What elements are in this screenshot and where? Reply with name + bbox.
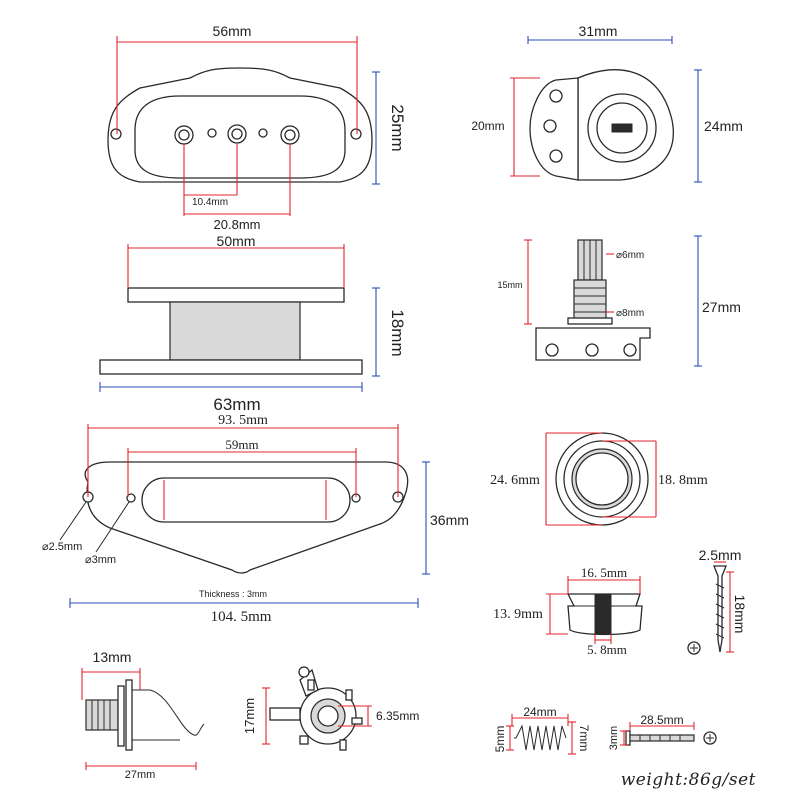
pot-side-thread-label: ⌀8mm: [616, 308, 644, 319]
pickup-top-width-label: 56mm: [213, 23, 252, 39]
pickup-side-height-label: 18mm: [388, 309, 407, 356]
pole-spacing-dimensions: 10.4mm 20.8mm: [183, 144, 291, 232]
knob-outer-label: 24. 6mm: [490, 473, 540, 488]
plate-length-label: 104. 5mm: [211, 609, 272, 625]
plate-outer-holes-dimension: 93. 5mm: [87, 413, 399, 497]
jack-width-label: 13mm: [93, 649, 132, 665]
pot-top-width-dimension: 31mm: [527, 23, 673, 44]
pickup-top-height-label: 25mm: [388, 104, 407, 151]
spring-small-label: 5mm: [493, 726, 507, 753]
knob-side-height-label: 13. 9mm: [493, 607, 543, 622]
pot-side-thread-len-label: 15mm: [497, 280, 522, 290]
pot-top-height-dimension: 24mm: [694, 69, 743, 183]
pot-top-inner-label: 20mm: [471, 119, 504, 133]
plate-hole-large-label: ⌀2.5mm: [42, 541, 82, 553]
plate-hole-small-label: ⌀3mm: [85, 554, 116, 566]
plate-slot-dimension: 59mm: [127, 437, 357, 520]
pole-spacing-small-label: 10.4mm: [192, 197, 228, 208]
pickup-side-top-dimension: 50mm: [127, 233, 345, 288]
jack-width-dimension: 13mm: [81, 649, 141, 700]
spring-length-label: 24mm: [523, 705, 556, 719]
plate-outer-holes-label: 93. 5mm: [218, 413, 268, 428]
plate-hole-callouts: ⌀2.5mm ⌀3mm Thickness : 3mm: [42, 501, 267, 599]
knob-side-bore-dimension: 5. 8mm: [587, 634, 627, 657]
wood-screw: [687, 565, 727, 655]
knob-inner-dimension: 18. 8mm: [602, 440, 708, 518]
screw-diameter-label: 2.5mm: [699, 547, 742, 563]
screw-length-dimension: 18mm: [726, 571, 748, 653]
spring-large-dimension: 7mm: [568, 721, 591, 755]
knob-side-height-dimension: 13. 9mm: [493, 593, 568, 635]
spring-length-dimension: 24mm: [511, 705, 569, 726]
pot-top-height-label: 24mm: [704, 118, 743, 134]
knob-inner-label: 18. 8mm: [658, 473, 708, 488]
pickup-side-top-label: 50mm: [217, 233, 256, 249]
knob-top-view: [555, 432, 649, 526]
knob-side-bore-label: 5. 8mm: [587, 642, 627, 657]
mounting-plate: [82, 461, 409, 574]
jack-round-bore-dimension: 6.35mm: [338, 705, 419, 727]
pickup-top-view: [107, 67, 373, 183]
pot-side-shaft-label: ⌀6mm: [616, 250, 644, 261]
jack-round-height-dimension: 17mm: [242, 687, 270, 745]
jack-round-bore-label: 6.35mm: [376, 709, 419, 723]
pot-side-height-dimension: 27mm: [694, 235, 741, 367]
output-jack-round-view: [269, 666, 363, 751]
pot-top-inner-dimension: 20mm: [471, 77, 540, 177]
pot-side-view: [535, 239, 651, 361]
pole-spacing-large-label: 20.8mm: [214, 217, 261, 232]
output-jack-side-view: [85, 679, 205, 751]
pickup-side-height-dimension: 18mm: [372, 287, 407, 377]
spring: [514, 724, 567, 751]
weight-label: weight:86g/set: [620, 770, 756, 790]
pot-side-callouts: ⌀6mm ⌀8mm 15mm: [497, 239, 644, 325]
bolt-length-label: 28.5mm: [640, 713, 683, 727]
jack-length-label: 27mm: [125, 769, 156, 781]
plate-length-dimension: 104. 5mm: [69, 598, 419, 625]
pickup-side-bottom-label: 63mm: [213, 395, 260, 414]
spring-large-label: 7mm: [577, 725, 591, 752]
bolt-diameter-label: 3mm: [608, 726, 620, 750]
knob-outer-dimension: 24. 6mm: [490, 432, 602, 526]
knob-side-top-dimension: 16. 5mm: [567, 565, 641, 594]
knob-side-top-label: 16. 5mm: [581, 565, 627, 580]
plate-height-label: 36mm: [430, 512, 469, 528]
plate-height-dimension: 36mm: [422, 461, 469, 575]
pickup-top-height-dimension: 25mm: [372, 71, 407, 185]
bolt: [625, 730, 717, 746]
bolt-diameter-dimension: 3mm: [608, 726, 628, 750]
pot-top-width-label: 31mm: [579, 23, 618, 39]
pot-top-view: [529, 69, 674, 181]
knob-side-view: [566, 593, 643, 636]
pickup-top-width-dimension: 56mm: [116, 23, 358, 134]
spring-small-dimension: 5mm: [493, 725, 514, 753]
pot-side-height-label: 27mm: [702, 299, 741, 315]
screw-length-label: 18mm: [732, 595, 748, 634]
plate-thickness-label: Thickness : 3mm: [199, 589, 267, 599]
pickup-side-bottom-dimension: 63mm: [99, 382, 363, 414]
plate-slot-label: 59mm: [225, 437, 258, 452]
jack-length-dimension: 27mm: [85, 762, 197, 781]
bolt-length-dimension: 28.5mm: [629, 713, 695, 730]
jack-round-height-label: 17mm: [242, 698, 257, 734]
pickup-side-view: [99, 287, 363, 375]
screw-diameter-dimension: 2.5mm: [699, 547, 742, 563]
